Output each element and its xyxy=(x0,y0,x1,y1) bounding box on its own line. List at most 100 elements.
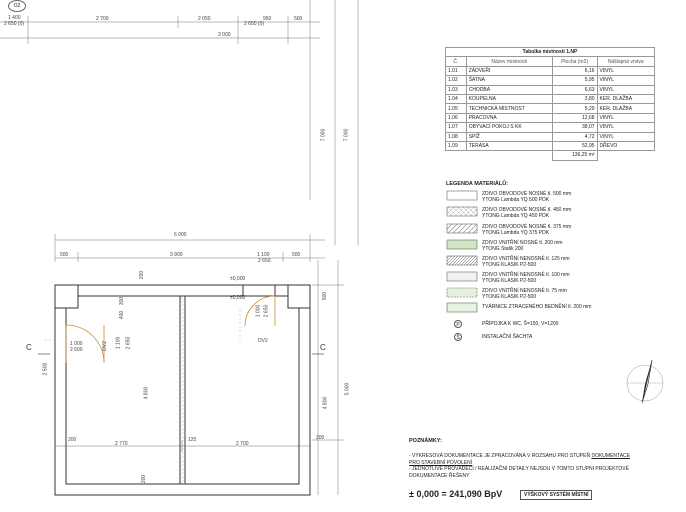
note-line-3: - JEDNOTLIVÉ PROVÁDĚCÍ / REALIZAČNÍ DETA… xyxy=(409,466,629,472)
elevation-system-label: VÝŠKOVÝ SYSTÉM MÍSTNÍ xyxy=(520,490,593,500)
dim-bot-125: 125 xyxy=(188,437,197,443)
note-line-1: - VÝKRESOVÁ DOKUMENTACE JE ZPRACOVÁNA V … xyxy=(409,453,630,459)
dim-plan-seg3b: 2 650 xyxy=(258,258,271,264)
door1-width: 1 100 xyxy=(115,336,122,350)
header-cell: Název místnosti xyxy=(465,56,553,67)
elev-label-2: ±0,000 xyxy=(230,295,246,301)
floor-plan-drawing xyxy=(0,0,359,496)
cell: VINYL xyxy=(596,84,656,95)
cell: ZÁDVEŘÍ xyxy=(465,65,553,77)
cell: 52,95 xyxy=(551,140,598,152)
shaft-symbol-icon: Š xyxy=(454,333,462,341)
note-line-2: PRO STAVEBNÍ POVOLENÍ xyxy=(409,459,473,466)
cell: KOUPELNA xyxy=(465,93,553,105)
legend-symbol-2: INSTALAČNÍ ŠACHTA xyxy=(482,334,533,340)
cell: 1.04 xyxy=(445,93,467,105)
dim-right-200: 200 xyxy=(316,435,325,441)
dim-top-3: 2 050 xyxy=(198,16,211,22)
room-table-header: Č. Název místnosti Plocha (m2) Nášlapná … xyxy=(445,56,656,67)
dim-v-4800: 4 800 xyxy=(143,386,150,400)
dim-bot-200: 200 xyxy=(68,437,77,443)
elevation-value: ± 0,000 = 241,090 BpV xyxy=(409,489,503,499)
cell: 1.07 xyxy=(445,122,467,133)
cell: KER. DLAŽBA xyxy=(596,103,656,114)
dim-right-v2: 7 000 xyxy=(343,128,350,142)
cell: 6,63 xyxy=(551,84,598,95)
cell: VINYL xyxy=(596,65,656,77)
cell: 1.06 xyxy=(445,112,467,124)
cell: 5,95 xyxy=(551,75,598,86)
dim-top-1: 1 400 xyxy=(8,15,21,21)
grid-label-o2: O2 xyxy=(8,0,26,12)
door-left-w: 1 000 xyxy=(70,341,83,347)
door-right-h: 2 650 xyxy=(263,304,270,318)
cell: 1.01 xyxy=(445,65,467,77)
cell: DŘEVO xyxy=(596,140,656,152)
cell: 1.05 xyxy=(445,103,467,114)
dim-v-400: 400 xyxy=(119,310,126,320)
cell: TECHNICKÁ MÍSTNOST xyxy=(465,103,553,114)
cell: 6,16 xyxy=(551,65,598,77)
room-table: Tabulka místností 1.NP Č. Název místnost… xyxy=(445,46,656,161)
header-cell: Č. xyxy=(445,56,467,67)
cell: 1.08 xyxy=(445,131,467,142)
dim-plan-200: 200 xyxy=(139,270,146,280)
dim-bot-200b: 200 xyxy=(141,474,148,484)
door1-height: 2 650 xyxy=(125,336,132,350)
elev-label-1: ±0,000 xyxy=(230,276,246,282)
cell: 1.09 xyxy=(445,140,467,152)
note-line-4: DOKUMENTACE ŘEŠENY xyxy=(409,472,470,479)
legend-swatches xyxy=(446,190,478,313)
cell: 3,80 xyxy=(551,93,598,105)
dim-top-5: 500 xyxy=(294,16,303,22)
notes-title: POZNÁMKY: xyxy=(409,438,442,444)
header-cell: Nášlapná vrstva xyxy=(596,56,656,67)
cell: 4,72 xyxy=(551,131,598,142)
door-left-h: 2 600 xyxy=(70,347,83,353)
legend-symbol-1: PŘÍPOJKA K WC, Š=150, V=1200 xyxy=(482,321,559,327)
cell: 38,07 xyxy=(551,122,598,133)
dim-plan-seg1: 500 xyxy=(60,252,69,258)
cell: VINYL xyxy=(596,122,656,133)
cell: CHODBA xyxy=(465,84,553,95)
dim-top-1b: 2 650 (0) xyxy=(4,21,25,27)
dim-plan-seg4: 500 xyxy=(292,252,301,258)
cell: PRACOVNA xyxy=(465,112,553,124)
dim-top-6: 3 000 xyxy=(218,32,231,38)
legend-item-8: TVÁRNICE ZTRACENÉHO BEDNĚNÍ tl. 200 mm xyxy=(482,304,592,310)
dim-right-500: 500 xyxy=(322,291,329,301)
legend-title: LEGENDA MATERIÁLŮ: xyxy=(446,181,509,187)
cell: 12,68 xyxy=(551,112,598,124)
section-mark-left: C xyxy=(26,343,32,352)
dim-top-2: 2 700 xyxy=(96,16,109,22)
cell: 1.02 xyxy=(445,75,467,86)
cell: OBÝVACÍ POKOJ S KK xyxy=(465,122,553,133)
dim-v-300: 300 xyxy=(119,296,126,306)
dim-bot-2700: 2 700 xyxy=(236,441,249,447)
cell: TERASA xyxy=(465,140,553,152)
dim-right-v1: 7 000 xyxy=(320,128,327,142)
connection-symbol-icon: P xyxy=(454,320,462,328)
cell: SPÍŽ xyxy=(465,131,553,142)
dim-left-sill: 2 500 xyxy=(42,362,49,376)
room-table-title: Tabulka místností 1.NP xyxy=(445,46,655,58)
cell: 5,29 xyxy=(551,103,598,114)
dim-plan-seg2: 3 900 xyxy=(170,252,183,258)
dim-bot-2770: 2 770 xyxy=(115,441,128,447)
cell: 1.03 xyxy=(445,84,467,95)
dim-right-4800: 4 800 xyxy=(322,396,329,410)
dim-plan-seg3: 1 100 xyxy=(257,252,270,258)
north-arrow-icon xyxy=(626,359,664,404)
